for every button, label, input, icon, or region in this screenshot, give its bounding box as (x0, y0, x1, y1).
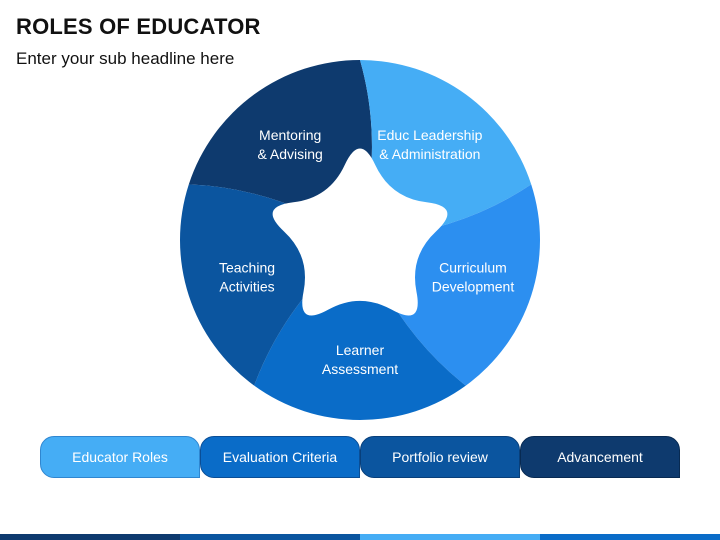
tab-evaluation-criteria-label: Evaluation Criteria (222, 449, 338, 465)
segment-leadership-label: Educ Leadership& Administration (377, 127, 482, 162)
segment-leadership (360, 60, 532, 240)
tab-educator-roles[interactable]: Educator Roles (40, 436, 200, 478)
tab-portfolio-review[interactable]: Portfolio review (360, 436, 520, 478)
footer-bar-segment (180, 534, 360, 540)
footer-bar-segment (540, 534, 720, 540)
tab-advancement-label: Advancement (557, 449, 643, 465)
center-star (272, 148, 448, 316)
footer-bar-segment (360, 534, 540, 540)
footer-bar-segment (0, 534, 180, 540)
page-title: ROLES OF EDUCATOR (16, 14, 261, 39)
tab-educator-roles-label: Educator Roles (72, 449, 168, 465)
segment-mentoring-label: Mentoring& Advising (257, 127, 322, 162)
tab-evaluation-criteria[interactable]: Evaluation Criteria (200, 436, 360, 478)
footer-bar (0, 534, 720, 540)
tab-portfolio-review-label: Portfolio review (392, 449, 488, 465)
page-subtitle: Enter your sub headline here (16, 49, 235, 68)
tab-advancement[interactable]: Advancement (520, 436, 680, 478)
segment-assessment (254, 240, 466, 420)
